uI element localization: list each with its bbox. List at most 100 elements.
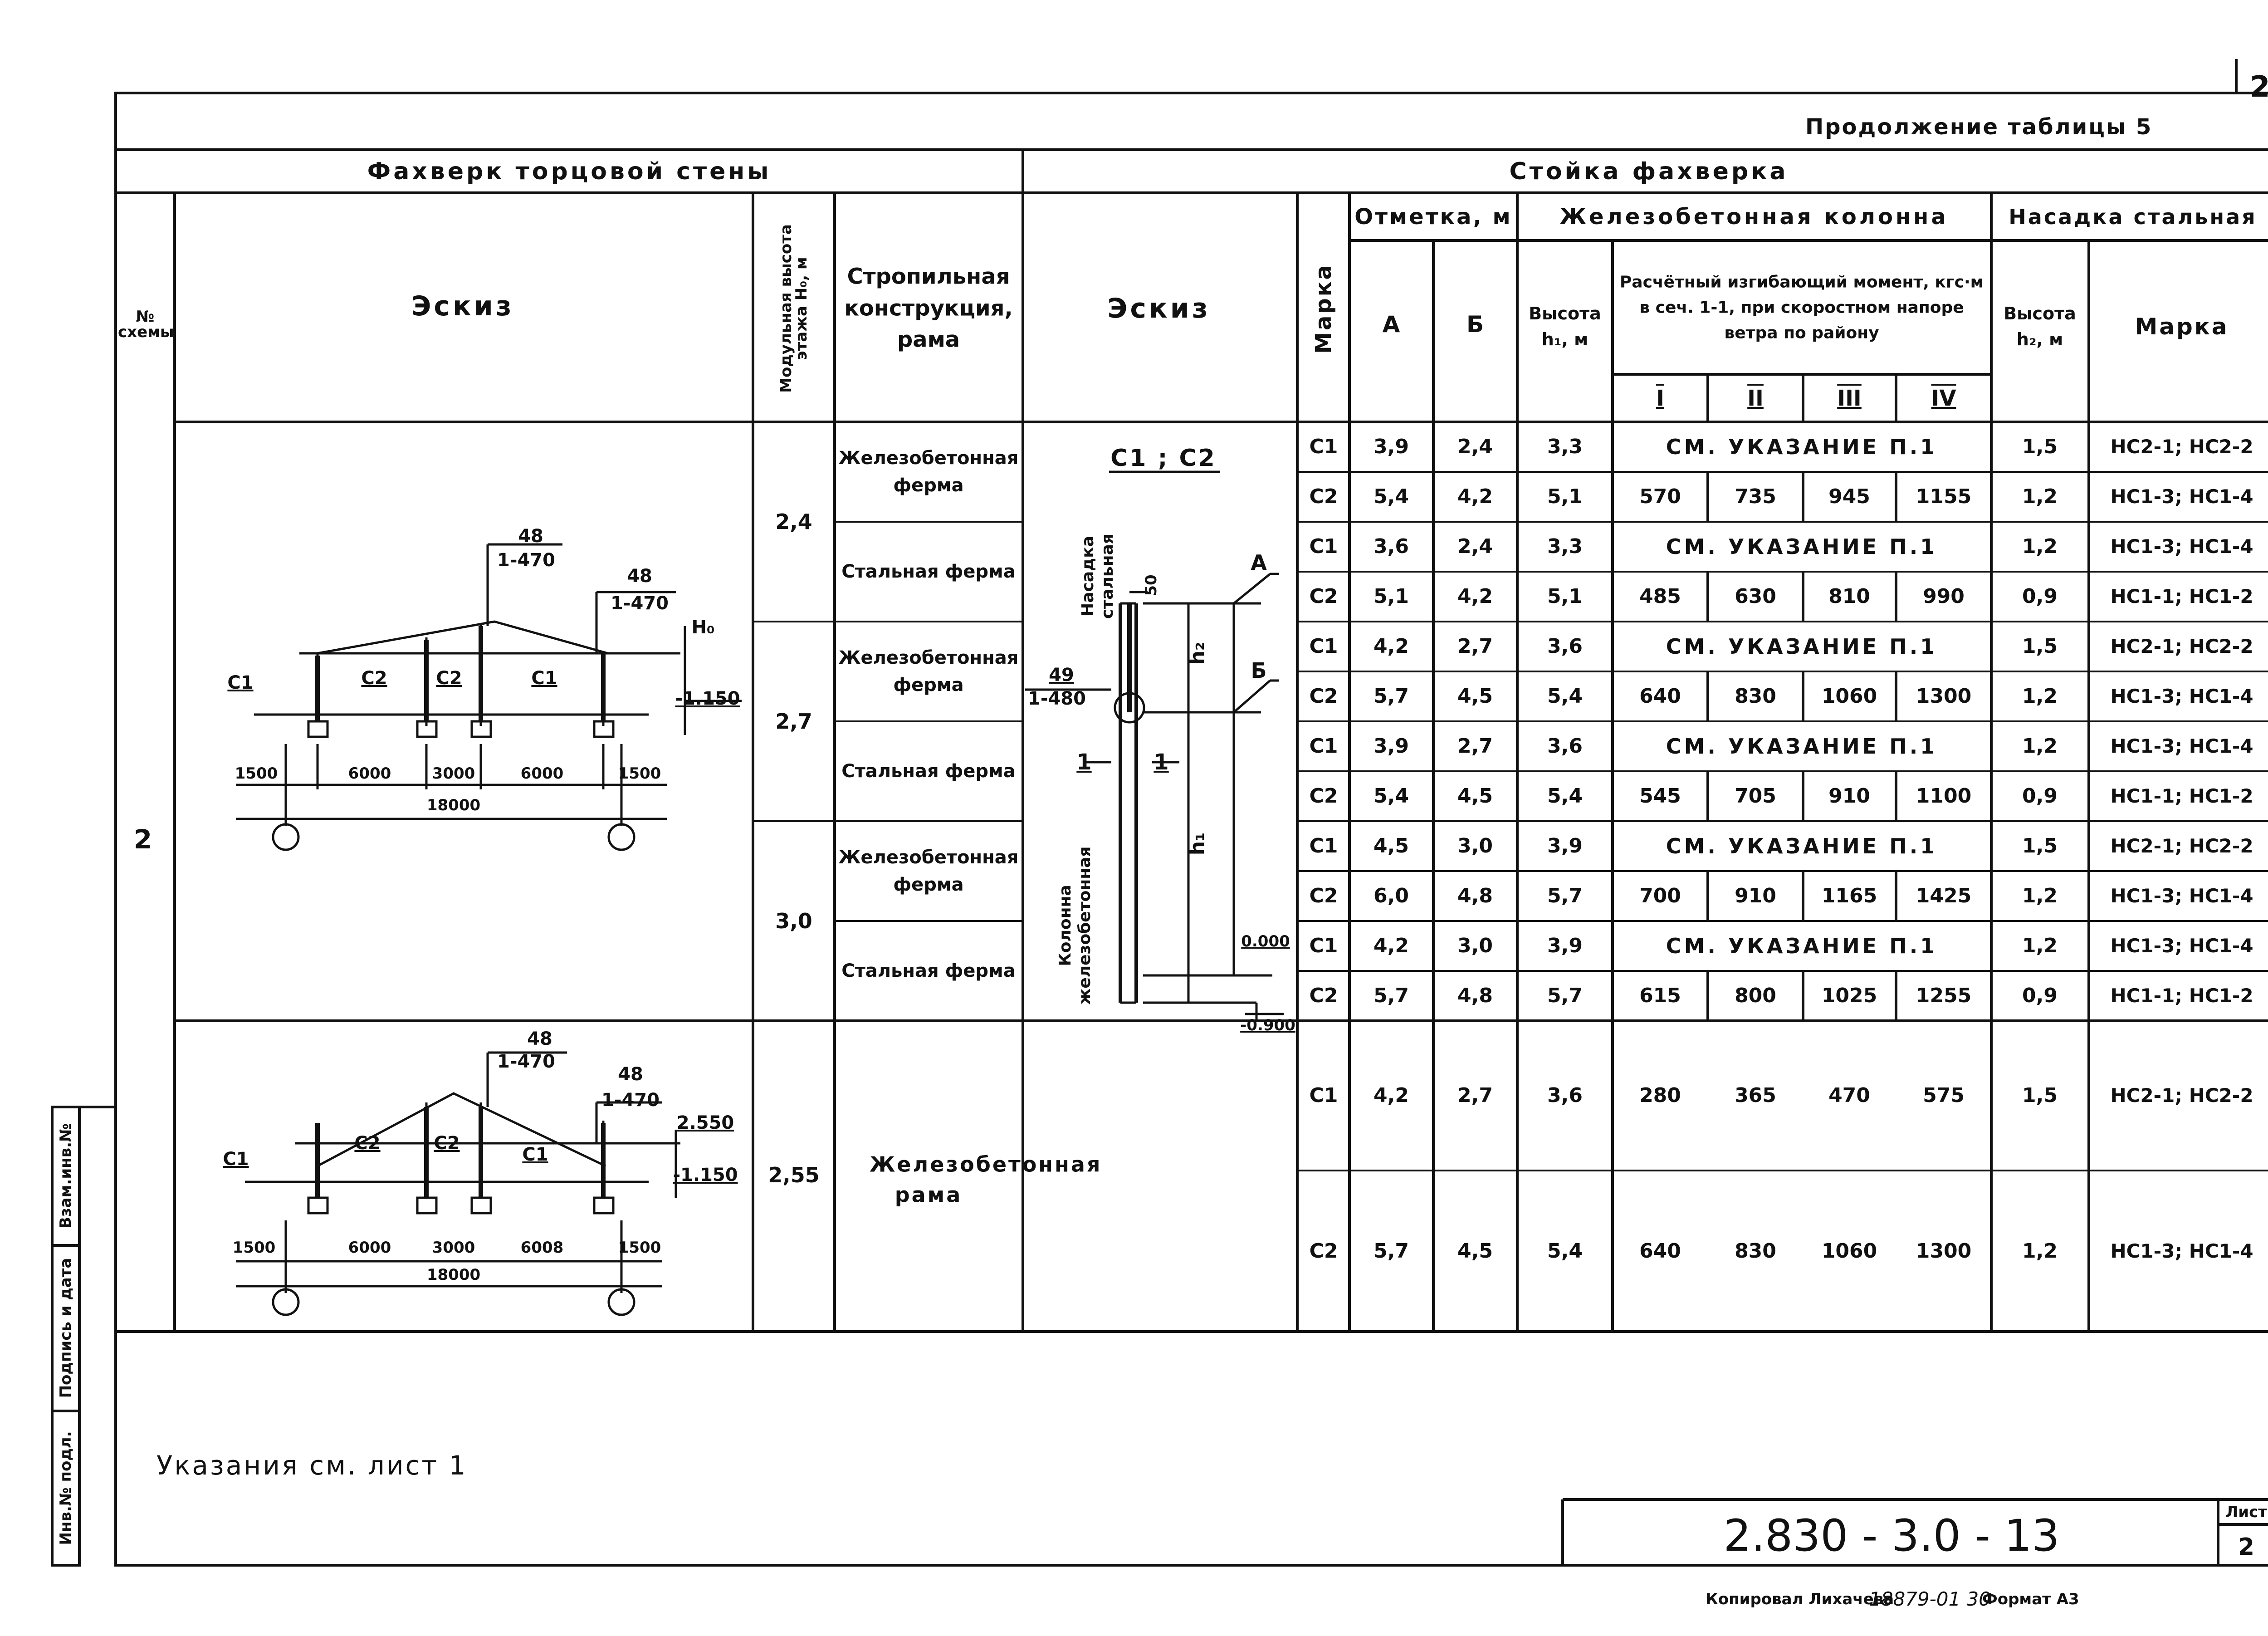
cell-moment: 830 xyxy=(1735,1239,1776,1263)
cell-see-note: см. указание п.1 xyxy=(1666,934,1938,958)
dimension: 1500 xyxy=(232,1239,276,1257)
cell-mark: С1 xyxy=(1309,435,1338,458)
height-value: 2,4 xyxy=(775,509,812,534)
cell-elevation-a: 5,7 xyxy=(1374,1239,1409,1263)
cap-mark-header: Марка xyxy=(2135,313,2229,340)
cell-moment: 705 xyxy=(1735,784,1776,808)
column-mark-c2: С2 xyxy=(361,668,387,689)
cell-elevation-b: 3,0 xyxy=(1457,934,1493,957)
cell-elevation-a: 3,9 xyxy=(1374,435,1409,458)
node-label: 48 xyxy=(518,526,543,547)
mark-header: Марка xyxy=(1311,263,1336,354)
rafter-header: Стропильная конструкция, рама xyxy=(844,264,1013,353)
node-label: 48 xyxy=(627,566,652,587)
cell-moment: 615 xyxy=(1639,984,1681,1007)
stamp-replace: Взам.инв.№ xyxy=(57,1123,75,1229)
dimension: 1500 xyxy=(235,764,278,783)
cell-elevation-b: 4,5 xyxy=(1457,1239,1493,1263)
cell-moment: 1300 xyxy=(1916,685,1972,708)
cell-cap-height: 1,5 xyxy=(2022,1084,2058,1107)
right-group-header: Стойка фахверка xyxy=(1509,158,1789,185)
dimension: 50 xyxy=(1142,574,1160,596)
steel-cap-header: Насадка стальная xyxy=(2009,205,2257,229)
cell-elevation-a: 5,4 xyxy=(1374,784,1409,808)
cell-elevation-b: 4,8 xyxy=(1457,984,1493,1007)
point-b: Б xyxy=(1251,658,1267,683)
rafter-type: Стальная ферма xyxy=(841,761,1016,782)
column-height-header: Высота h₁, м xyxy=(1529,304,1601,349)
cell-cap-mark: НС1-1; НС1-2 xyxy=(2110,985,2253,1007)
cell-elevation-b: 2,7 xyxy=(1457,735,1493,758)
rafter-type: Железобетонная ферма xyxy=(838,847,1019,895)
cell-cap-mark: НС1-1; НС1-2 xyxy=(2110,785,2253,807)
node-label: 1-470 xyxy=(611,593,669,614)
cell-moment: 800 xyxy=(1735,984,1776,1007)
cell-cap-height: 1,5 xyxy=(2022,635,2058,658)
node-label: 1-470 xyxy=(601,1090,660,1111)
cell-column-height: 5,1 xyxy=(1547,585,1583,608)
node-label: 1-470 xyxy=(497,550,555,571)
sketch2-header: Эскиз xyxy=(1107,293,1211,324)
cell-cap-mark: НС2-1; НС2-2 xyxy=(2110,1084,2253,1107)
cell-elevation-b: 4,5 xyxy=(1457,784,1493,808)
cell-cap-height: 1,5 xyxy=(2022,435,2058,458)
cell-elevation-a: 5,7 xyxy=(1374,984,1409,1007)
cell-mark: С2 xyxy=(1309,984,1338,1007)
cell-column-height: 5,1 xyxy=(1547,485,1583,508)
cell-elevation-a: 4,2 xyxy=(1374,1084,1409,1107)
rafter-type: Железобетонная ферма xyxy=(838,647,1019,696)
h1-symbol: h₁ xyxy=(1186,832,1209,856)
cell-mark: С1 xyxy=(1309,834,1338,857)
cell-cap-mark: НС2-1; НС2-2 xyxy=(2110,835,2253,857)
cell-elevation-a: 3,9 xyxy=(1374,735,1409,758)
paper-format: Формат А3 xyxy=(1982,1590,2079,1608)
dimension: 1500 xyxy=(618,764,661,783)
column-mark-c2: С2 xyxy=(436,668,462,689)
region-1-header: I xyxy=(1656,386,1664,411)
cell-column-height: 3,3 xyxy=(1547,435,1583,458)
elevation-header: Отметка, м xyxy=(1354,204,1512,230)
cell-moment: 575 xyxy=(1923,1084,1965,1107)
cell-column-height: 3,6 xyxy=(1547,635,1583,658)
cell-column-height: 3,6 xyxy=(1547,1084,1583,1107)
cell-moment: 700 xyxy=(1639,884,1681,907)
node-label: 1-480 xyxy=(1028,688,1086,709)
frame-sketch-upper xyxy=(236,543,742,851)
dimension: 6000 xyxy=(348,764,391,783)
cell-cap-mark: НС2-1; НС2-2 xyxy=(2110,436,2253,458)
cell-see-note: см. указание п.1 xyxy=(1666,734,1938,759)
cell-column-height: 5,4 xyxy=(1547,784,1583,808)
frame-sketch-lower xyxy=(236,1051,680,1316)
elevation-a-header: А xyxy=(1382,311,1400,338)
cell-column-height: 3,3 xyxy=(1547,535,1583,558)
scheme-number: 2 xyxy=(133,824,152,855)
cell-cap-height: 1,2 xyxy=(2022,934,2058,957)
dimension: 18000 xyxy=(426,1266,481,1284)
cell-elevation-b: 2,7 xyxy=(1457,635,1493,658)
cell-mark: С1 xyxy=(1309,735,1338,758)
dimension: 6000 xyxy=(348,1239,391,1257)
cell-column-height: 3,9 xyxy=(1547,934,1583,957)
height-value: 2,55 xyxy=(768,1163,820,1187)
height-header: Модульная высота этажа Н₀, м xyxy=(777,224,811,393)
cell-moment: 1155 xyxy=(1916,485,1972,508)
cell-elevation-a: 4,2 xyxy=(1374,635,1409,658)
cell-cap-height: 1,2 xyxy=(2022,1239,2058,1263)
cell-mark: С2 xyxy=(1309,1239,1338,1263)
dimension: 6008 xyxy=(520,1239,564,1257)
cell-mark: С2 xyxy=(1309,585,1338,608)
cell-moment: 640 xyxy=(1639,1239,1681,1263)
cell-column-height: 5,4 xyxy=(1547,1239,1583,1263)
cell-elevation-b: 4,8 xyxy=(1457,884,1493,907)
cell-cap-mark: НС1-3; НС1-4 xyxy=(2110,535,2253,558)
cell-mark: С1 xyxy=(1309,1084,1338,1107)
cap-height-header: Высота h₂, м xyxy=(2004,304,2076,349)
cell-cap-height: 1,2 xyxy=(2022,535,2058,558)
column-sketch xyxy=(1025,470,1284,1021)
cell-cap-height: 1,5 xyxy=(2022,834,2058,857)
node-label: 49 xyxy=(1049,665,1074,686)
level-mark: 2.550 xyxy=(676,1112,734,1133)
cell-moment: 365 xyxy=(1735,1084,1776,1107)
level-mark: 0.000 xyxy=(1241,932,1290,950)
h2-symbol: h₂ xyxy=(1186,642,1209,665)
